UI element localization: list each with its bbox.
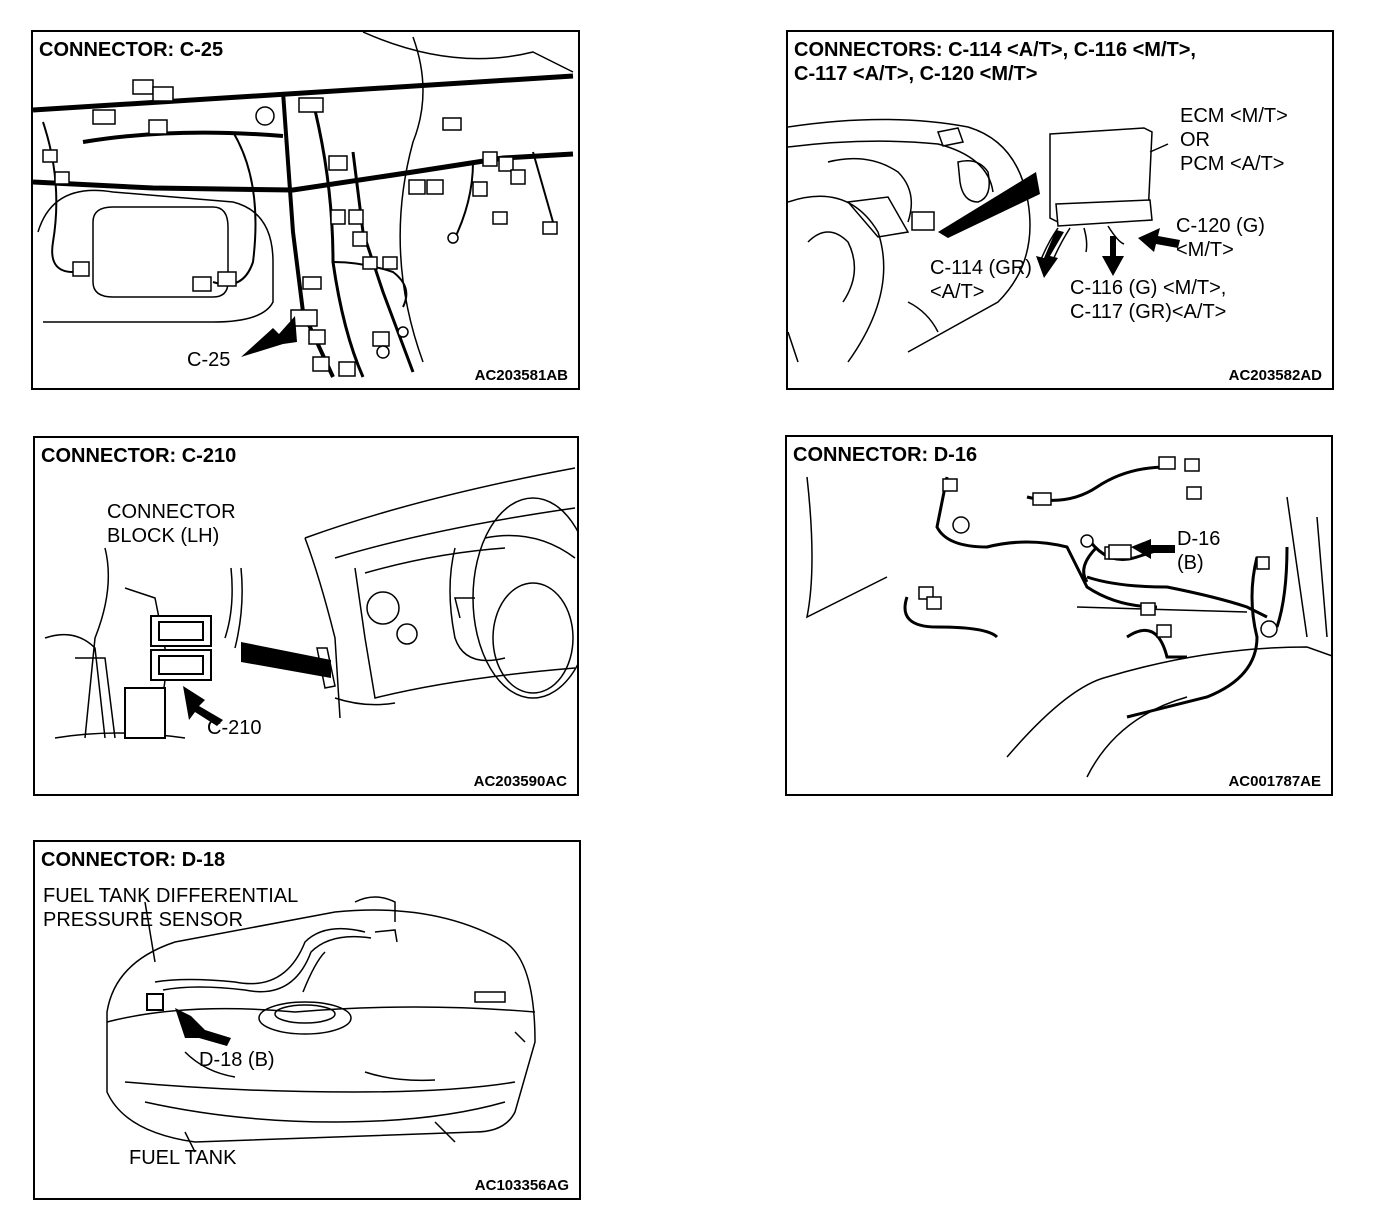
figure-code: AC203581AB xyxy=(474,367,568,384)
ecm-pcm-label: ECM <M/T> OR PCM <A/T> xyxy=(1180,104,1288,176)
block-line-2: BLOCK (LH) xyxy=(107,525,220,547)
ecm-dashboard-illustration xyxy=(788,118,1180,363)
c116-line: C-116 (G) <M/T>, xyxy=(1070,277,1227,299)
title-line-1: CONNECTORS: C-114 <A/T>, C-116 <M/T>, xyxy=(794,39,1196,61)
sensor-line-2: PRESSURE SENSOR xyxy=(43,909,244,931)
d16-line: D-16 xyxy=(1177,528,1221,550)
callout-c116-c117: C-116 (G) <M/T>, C-117 (GR)<A/T> xyxy=(1070,276,1226,324)
dashboard-harness-illustration xyxy=(33,32,574,378)
callout-d18: D-18 (B) xyxy=(199,1049,275,1071)
panel-title: CONNECTOR: C-25 xyxy=(39,39,224,61)
panel-title: CONNECTOR: C-210 xyxy=(41,445,237,467)
panel-connector-c210: CONNECTOR: C-210 CONNECTOR BLOCK (LH) C-… xyxy=(33,436,579,796)
fuel-tank-label: FUEL TANK xyxy=(129,1147,237,1169)
c120-line: C-120 (G) xyxy=(1176,215,1265,237)
figure-code: AC203582AD xyxy=(1228,367,1322,384)
or-line: OR xyxy=(1180,129,1210,151)
callout-c114: C-114 (GR) <A/T> xyxy=(930,256,1032,304)
connector-block-illustration xyxy=(44,467,577,739)
title-line-2: C-117 <A/T>, C-120 <M/T> xyxy=(794,63,1038,85)
c117-line: C-117 (GR)<A/T> xyxy=(1070,301,1227,323)
ecm-line: ECM <M/T> xyxy=(1180,105,1288,127)
block-line-1: CONNECTOR xyxy=(107,501,236,523)
d16-color-line: (B) xyxy=(1177,552,1204,574)
callout-c25: C-25 xyxy=(187,349,231,371)
c120-mt-line: <M/T> xyxy=(1176,239,1234,261)
callout-c120: C-120 (G) <M/T> xyxy=(1176,214,1265,262)
panel-title: CONNECTOR: D-16 xyxy=(793,444,978,466)
panel-connector-d16: CONNECTOR: D-16 D-16 (B) AC001787AE xyxy=(785,435,1333,796)
callout-c210: C-210 xyxy=(207,717,262,739)
connector-block-label: CONNECTOR BLOCK (LH) xyxy=(107,500,236,548)
fuel-tank-illustration xyxy=(106,896,536,1153)
panel-connector-d18: CONNECTOR: D-18 FUEL TANK DIFFERENTIAL P… xyxy=(33,840,581,1200)
figure-code: AC103356AG xyxy=(474,1177,569,1194)
c114-line: C-114 (GR) xyxy=(930,257,1032,279)
pcm-line: PCM <A/T> xyxy=(1180,153,1285,175)
floor-harness-illustration xyxy=(805,456,1331,778)
c114-at-line: <A/T> xyxy=(930,281,985,303)
panel-connector-c25: CONNECTOR: C-25 C-25 AC203581AB xyxy=(31,30,580,390)
panel-title: CONNECTORS: C-114 <A/T>, C-116 <M/T>, C-… xyxy=(794,38,1196,86)
figure-code: AC001787AE xyxy=(1228,773,1321,790)
sensor-label: FUEL TANK DIFFERENTIAL PRESSURE SENSOR xyxy=(43,884,298,932)
sensor-line-1: FUEL TANK DIFFERENTIAL xyxy=(43,885,299,907)
callout-d16: D-16 (B) xyxy=(1177,527,1220,575)
panel-connectors-c114-c120: CONNECTORS: C-114 <A/T>, C-116 <M/T>, C-… xyxy=(786,30,1334,390)
figure-code: AC203590AC xyxy=(473,773,567,790)
panel-title: CONNECTOR: D-18 xyxy=(41,849,226,871)
